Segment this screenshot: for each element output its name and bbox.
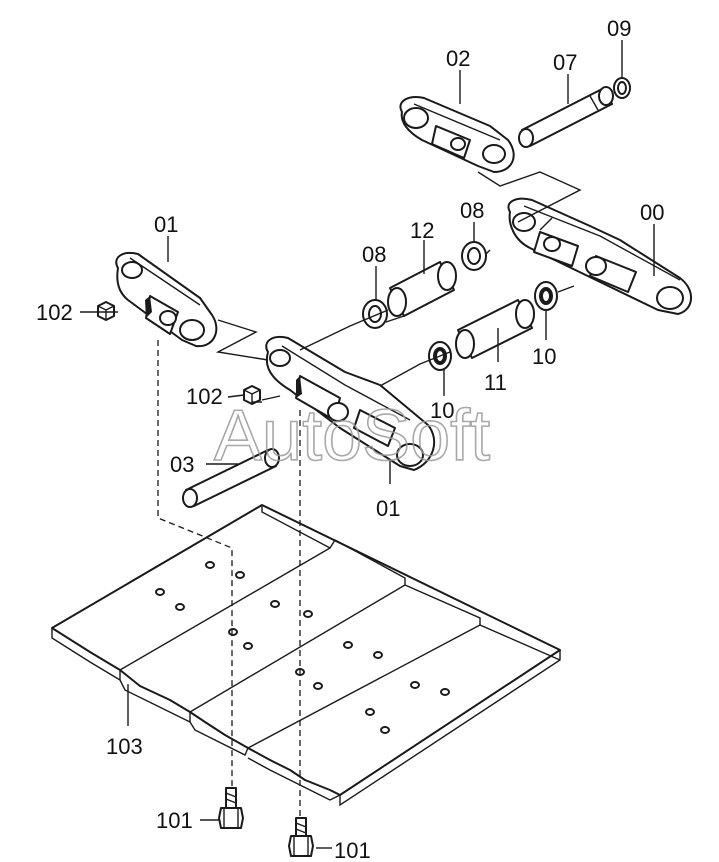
label-11: 11 [484,370,507,395]
bolt-101-left [218,787,244,829]
leader-lines [80,40,655,849]
spacer-08-left [362,299,388,329]
spacer-08-right [461,241,487,271]
label-00: 00 [640,200,664,225]
label-01-upper: 01 [154,212,178,237]
bolt-101-right [288,817,314,857]
label-08-right: 08 [460,198,484,223]
pin-07 [518,86,614,148]
track-link-01-upper [115,252,218,348]
track-link-00 [507,197,692,315]
assembly-lines [98,171,582,818]
watermark-text: AutoSoft [214,396,490,476]
label-08-left: 08 [362,242,386,267]
label-10-right: 10 [532,344,556,369]
label-102-upper: 102 [36,300,73,325]
ring-09 [613,77,631,99]
label-09: 09 [607,16,631,41]
label-101-right: 101 [334,838,371,862]
nut-102-middle [243,385,261,405]
label-102-middle: 102 [186,384,223,409]
track-link-01-lower [265,336,436,471]
bushing-11 [455,299,535,359]
label-02: 02 [446,46,470,71]
pin-03 [182,448,280,508]
track-link-02 [399,96,515,173]
bushing-12 [387,261,457,317]
label-03: 03 [170,452,194,477]
seal-10-right [534,281,558,311]
label-12: 12 [410,218,434,243]
label-01-lower: 01 [376,496,400,521]
track-shoe-plates [51,504,561,807]
label-07: 07 [553,50,577,75]
label-101-left: 101 [156,808,193,833]
label-103: 103 [106,734,143,759]
label-10-left: 10 [430,398,454,423]
nut-102-upper [97,301,115,321]
